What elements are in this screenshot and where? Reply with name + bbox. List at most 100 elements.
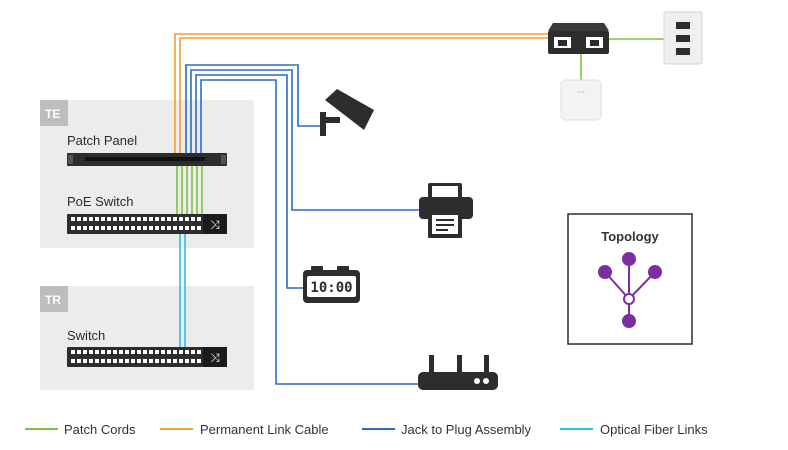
- switch-port: [83, 350, 87, 354]
- switch-port: [185, 350, 189, 354]
- switch-port: [83, 359, 87, 363]
- switch-port: [131, 226, 135, 230]
- patch-panel-ear: [221, 155, 226, 164]
- te-tag-background: [40, 100, 68, 126]
- switch-port: [113, 217, 117, 221]
- access-point-led: ···: [577, 88, 586, 98]
- tree-topology-icon: [598, 252, 662, 328]
- switch-port: [95, 359, 99, 363]
- switch-port: [197, 350, 201, 354]
- switch-port: [95, 217, 99, 221]
- switch-port: [119, 350, 123, 354]
- poe-switch: PoE Switch ⤨: [67, 194, 227, 234]
- switch-port: [167, 226, 171, 230]
- switch-port: [71, 226, 75, 230]
- switch-port: [137, 217, 141, 221]
- switch-port: [191, 350, 195, 354]
- switch-port: [71, 217, 75, 221]
- patch-cords: [176, 38, 664, 215]
- camera-mount: [320, 112, 326, 136]
- switch-port: [89, 226, 93, 230]
- legend-label: Patch Cords: [64, 422, 136, 437]
- switch-port: [119, 217, 123, 221]
- switch-port: [191, 359, 195, 363]
- switch-port: [107, 350, 111, 354]
- switch-port: [185, 359, 189, 363]
- switch-port: [143, 350, 147, 354]
- switch-port: [125, 350, 129, 354]
- camera-cable: [185, 64, 320, 155]
- switch-port: [119, 226, 123, 230]
- switch-port: [101, 226, 105, 230]
- shuffle-icon: ⤨: [210, 218, 220, 232]
- patch-panel-label: Patch Panel: [67, 133, 137, 148]
- switch-port: [197, 226, 201, 230]
- switch-port: [167, 359, 171, 363]
- switch-port: [149, 359, 153, 363]
- router-body: [418, 372, 498, 390]
- switch-port: [77, 350, 81, 354]
- switch-port: [131, 359, 135, 363]
- topology-title: Topology: [601, 229, 659, 244]
- router-antenna: [457, 355, 462, 375]
- camera-arm: [320, 117, 340, 123]
- access-point: ···: [560, 79, 602, 121]
- poe-switch-label: PoE Switch: [67, 194, 133, 209]
- switch-port: [95, 226, 99, 230]
- switch-port: [161, 226, 165, 230]
- wall-jack-icon: [676, 35, 690, 42]
- permanent-link-cable: [174, 33, 548, 155]
- switch-port: [131, 217, 135, 221]
- switch-port: [167, 350, 171, 354]
- switch-port: [95, 350, 99, 354]
- digital-clock-icon: 10:00: [303, 266, 360, 303]
- legend-label: Optical Fiber Links: [600, 422, 708, 437]
- switch-port: [191, 226, 195, 230]
- printer-cable: [190, 69, 420, 211]
- switch-port: [179, 359, 183, 363]
- legend-item-patch-cords: Patch Cords: [25, 422, 136, 437]
- printer-text-line: [436, 229, 448, 231]
- top-switch-body: [548, 31, 609, 54]
- switch-port: [173, 217, 177, 221]
- legend-item-jack-to-plug: Jack to Plug Assembly: [362, 422, 532, 437]
- switch-port: [143, 226, 147, 230]
- printer-text-line: [436, 219, 454, 221]
- switch-port: [173, 350, 177, 354]
- patch-panel-ear: [68, 155, 73, 164]
- switch-port: [83, 226, 87, 230]
- switch-port: [101, 217, 105, 221]
- legend-item-permanent-link: Permanent Link Cable: [160, 422, 329, 437]
- switch-port: [77, 226, 81, 230]
- switch-port: [83, 217, 87, 221]
- switch-port: [179, 217, 183, 221]
- switch-port: [89, 359, 93, 363]
- switch-port: [173, 226, 177, 230]
- printer-icon: [419, 183, 473, 238]
- switch-port: [113, 226, 117, 230]
- switch-port: [125, 226, 129, 230]
- switch-port: [143, 217, 147, 221]
- router-led: [483, 378, 489, 384]
- switch-port: [107, 217, 111, 221]
- switch-port: [125, 359, 129, 363]
- switch-port: [179, 226, 183, 230]
- access-point-body: [560, 79, 602, 121]
- ethernet-port-hole: [558, 40, 567, 46]
- topology-box: Topology: [567, 213, 693, 345]
- switch-port: [155, 217, 159, 221]
- tr-zone: TR: [40, 286, 254, 390]
- tr-tag: TR: [45, 293, 61, 307]
- camera-body: [325, 89, 374, 130]
- top-switch: [548, 23, 609, 54]
- patch-panel: Patch Panel: [67, 133, 227, 166]
- switch-port: [149, 217, 153, 221]
- switch-port: [107, 359, 111, 363]
- switch-port: [119, 359, 123, 363]
- wall-jack-icon: [676, 48, 690, 55]
- poe-switch-uplink: [203, 214, 227, 234]
- switch-port: [155, 350, 159, 354]
- legend-label: Permanent Link Cable: [200, 422, 329, 437]
- poe-switch-ports: [71, 217, 201, 230]
